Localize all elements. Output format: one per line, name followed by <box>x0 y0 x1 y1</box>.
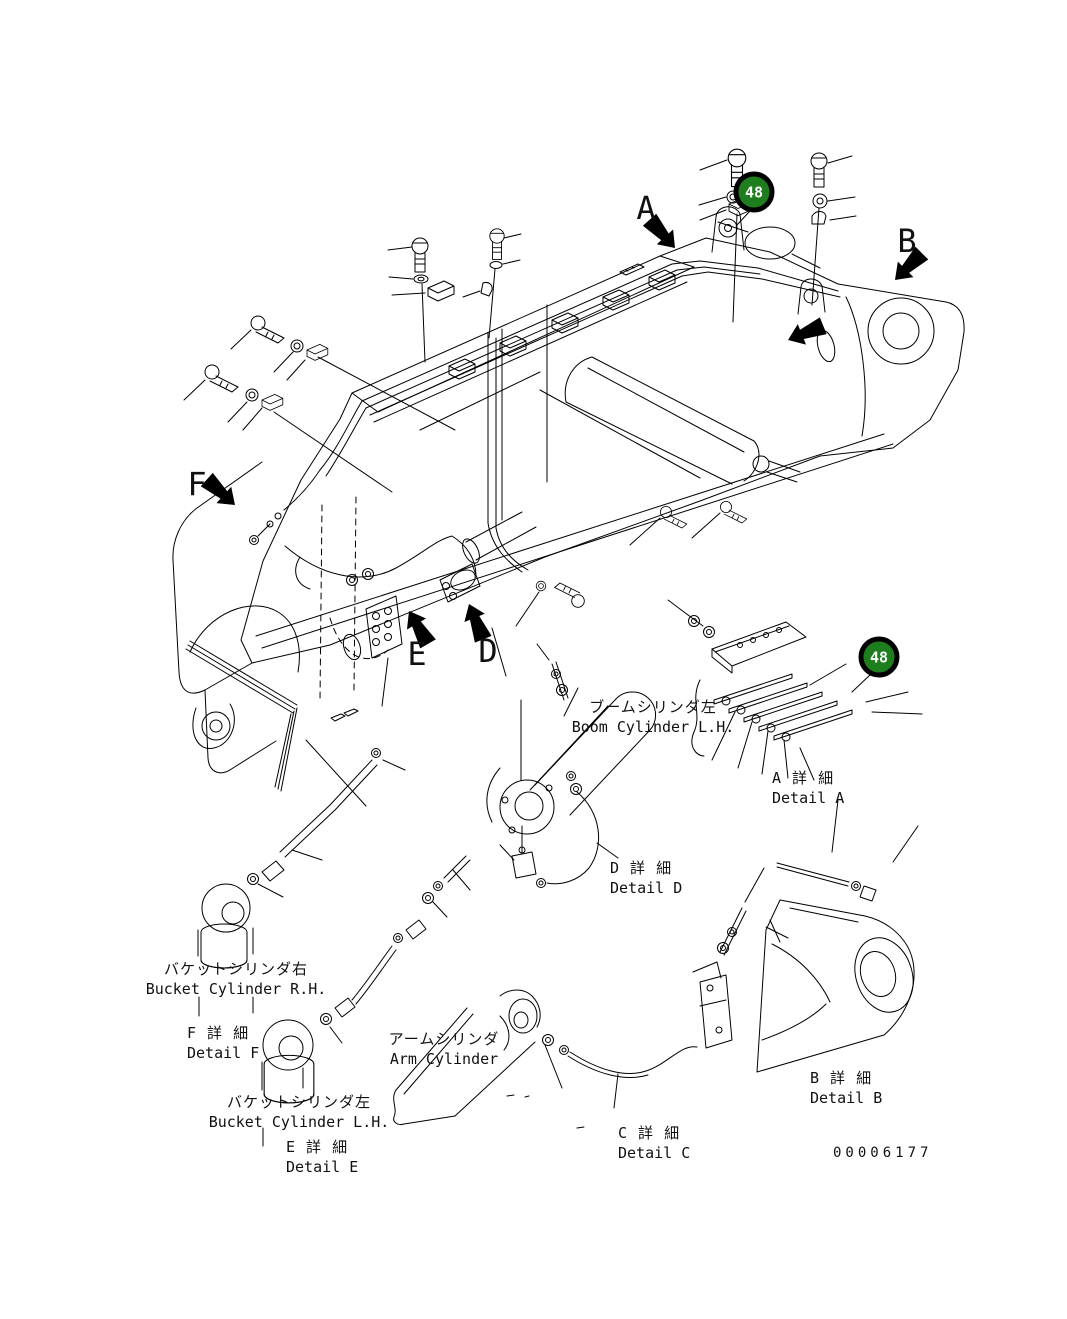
bolt-glyph <box>204 364 239 393</box>
label-boom-cylinder-lh-en: Boom Cylinder L.H. <box>571 717 735 736</box>
label-detail-c-jp: C 詳 細 <box>618 1124 681 1142</box>
label-boom-cylinder-lh-jp: ブームシリンダ左 <box>589 698 717 716</box>
label-detail-f: F 詳 細 Detail F <box>187 1024 259 1063</box>
bolt-glyph <box>411 237 429 273</box>
label-detail-f-en: Detail F <box>187 1043 260 1062</box>
drawing-number: 00006177 <box>833 1145 933 1161</box>
label-detail-a-en: Detail A <box>772 788 845 807</box>
bolt-glyph <box>720 500 748 524</box>
bolt-glyph <box>660 505 688 529</box>
exploded-bolts-left <box>183 315 456 493</box>
label-bucket-cylinder-rh: バケットシリンダ右 Bucket Cylinder R.H. <box>146 960 327 999</box>
washer-glyph <box>290 339 304 353</box>
label-detail-f-jp: F 詳 細 <box>187 1024 250 1042</box>
view-arrow-mid <box>783 315 828 351</box>
arm-cylinder-drawing <box>393 867 765 1129</box>
section-letter-b: B <box>897 222 917 260</box>
label-boom-cylinder-lh: ブームシリンダ左 Boom Cylinder L.H. <box>572 698 735 737</box>
washer-glyph <box>245 388 259 402</box>
label-detail-c: C 詳 細 Detail C <box>618 1124 690 1163</box>
label-arm-cylinder-en: Arm Cylinder <box>389 1049 499 1068</box>
boom-tip-boss <box>867 297 935 365</box>
label-bucket-cylinder-rh-en: Bucket Cylinder R.H. <box>145 979 327 998</box>
label-detail-e-jp: E 詳 細 <box>286 1138 349 1156</box>
part-callout-badge[interactable]: 48 <box>858 636 900 678</box>
label-detail-e: E 詳 細 Detail E <box>286 1138 358 1177</box>
label-detail-d-en: Detail D <box>610 878 683 897</box>
bolt-glyph <box>810 152 828 188</box>
label-detail-c-en: Detail C <box>618 1143 691 1162</box>
detail-b-drawing <box>756 799 919 1073</box>
section-letter-d: D <box>478 632 498 670</box>
exploded-bolts-top <box>387 148 857 363</box>
label-detail-a: A 詳 細 Detail A <box>772 769 844 808</box>
bolt-glyph <box>554 582 585 608</box>
exploded-bolts-mid <box>515 500 748 627</box>
bolt-glyph <box>250 315 285 344</box>
label-detail-b-jp: B 詳 細 <box>810 1069 873 1087</box>
label-bucket-cylinder-lh-en: Bucket Cylinder L.H. <box>208 1112 390 1131</box>
detail-a-drawing <box>667 210 923 781</box>
label-detail-a-jp: A 詳 細 <box>772 769 835 787</box>
boom-assembly-drawing <box>172 206 965 792</box>
part-callout-badge[interactable]: 48 <box>733 171 775 213</box>
label-detail-b-en: Detail B <box>810 1088 883 1107</box>
label-bucket-cylinder-rh-jp: バケットシリンダ右 <box>163 960 308 978</box>
section-letter-f: F <box>187 465 207 503</box>
leader-lines <box>305 627 507 807</box>
label-bucket-cylinder-lh: バケットシリンダ左 Bucket Cylinder L.H. <box>209 1093 390 1132</box>
section-letter-e: E <box>407 635 427 673</box>
bucket-cylinder-lh-drawing <box>261 855 471 1147</box>
label-detail-d-jp: D 詳 細 <box>610 859 673 877</box>
hidden-dashed-lines <box>319 496 389 701</box>
label-detail-e-en: Detail E <box>286 1157 359 1176</box>
label-bucket-cylinder-lh-jp: バケットシリンダ左 <box>226 1093 371 1111</box>
label-arm-cylinder: アームシリンダ Arm Cylinder <box>389 1030 500 1069</box>
washer-glyph <box>535 580 547 592</box>
label-arm-cylinder-jp: アームシリンダ <box>388 1030 500 1048</box>
label-detail-b: B 詳 細 Detail B <box>810 1069 882 1108</box>
bucket-cylinder-rh-drawing <box>197 748 406 1017</box>
boom-cylinder-rh-installed <box>564 356 760 485</box>
label-detail-d: D 詳 細 Detail D <box>610 859 682 898</box>
section-letter-a: A <box>636 189 656 227</box>
hydraulic-pipes <box>361 263 688 423</box>
bolt-glyph <box>489 228 505 260</box>
boom-cylinder-lh-drawing <box>486 643 705 888</box>
